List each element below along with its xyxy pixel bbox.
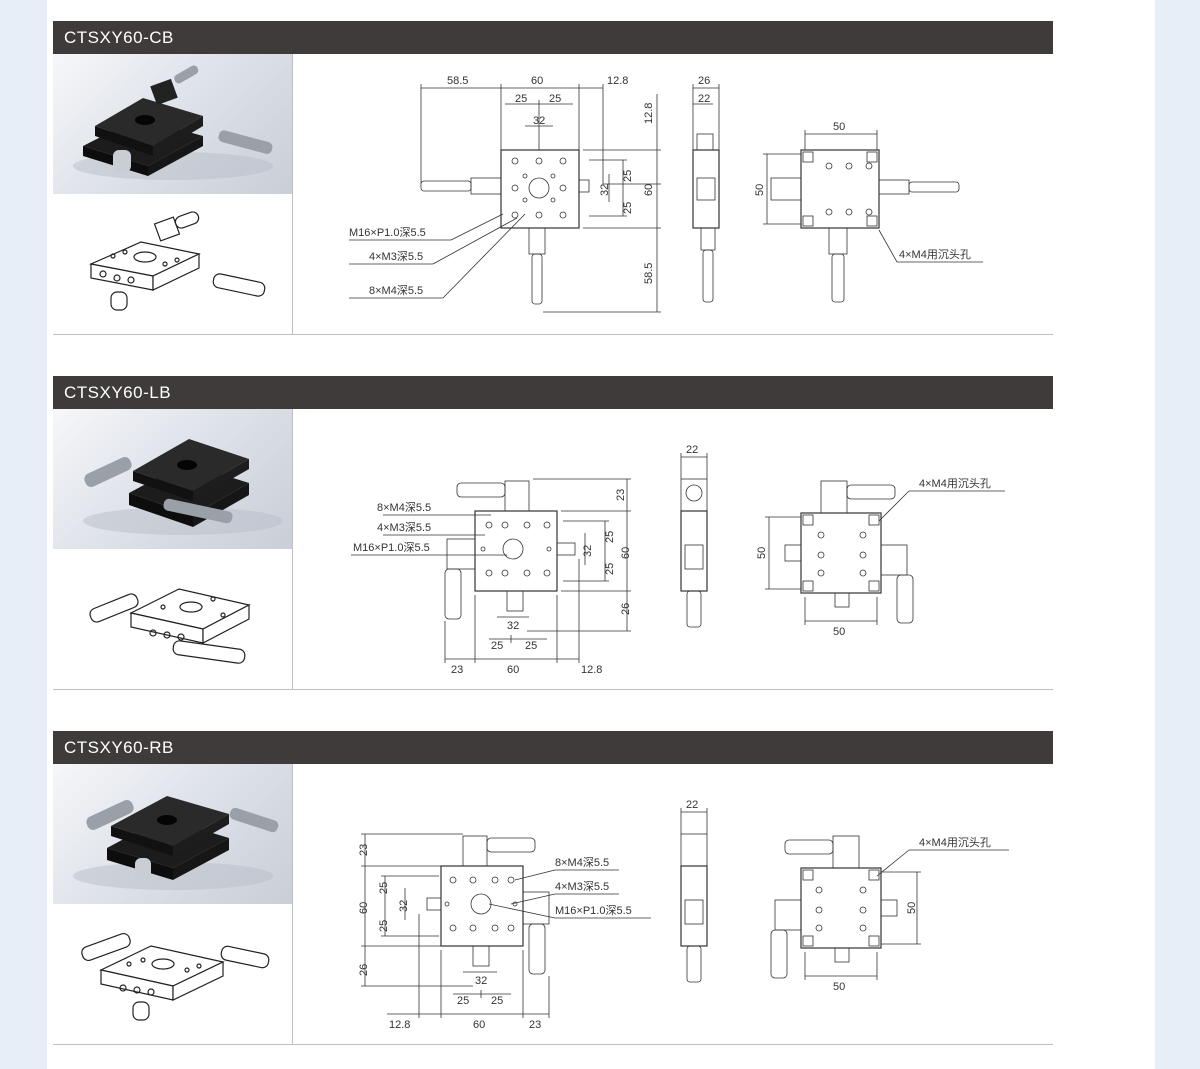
section-title: CTSXY60-RB: [53, 731, 1053, 764]
callout-note: 8×M4深5.5: [377, 501, 431, 514]
dim-label: 25: [515, 93, 527, 105]
dim-label: 23: [451, 664, 463, 676]
column-divider: [292, 764, 293, 1044]
dim-label: 22: [686, 799, 698, 811]
dim-label: 50: [833, 981, 845, 993]
column-divider: [292, 409, 293, 689]
callout-note: 8×M4深5.5: [555, 856, 609, 869]
product-line-art: [53, 194, 292, 334]
stage-render-image: [83, 439, 283, 535]
product-line-art: [53, 904, 292, 1044]
dim-label: 23: [615, 489, 627, 501]
dim-label: 25: [549, 93, 561, 105]
dim-label: 25: [622, 202, 634, 214]
callout-note: 8×M4深5.5: [369, 284, 423, 297]
dim-label: 60: [643, 184, 655, 196]
section-ctsxy60-lb: CTSXY60-LB: [53, 376, 1053, 690]
dim-label: 32: [533, 115, 545, 127]
dim-label: 50: [833, 626, 845, 638]
dim-label: 50: [906, 902, 918, 914]
stage-render-image: [73, 65, 273, 180]
dim-label: 25: [378, 882, 390, 894]
dim-label: 26: [698, 75, 710, 87]
technical-drawing-lb: 8×M4深5.5 4×M3深5.5 M16×P1.0深5.5 23 25 32 …: [351, 444, 1005, 676]
dim-label: 25: [457, 995, 469, 1007]
dim-label: 22: [686, 444, 698, 456]
dim-label: 22: [698, 93, 710, 105]
counterbore-note: 4×M4用沉头孔: [919, 836, 991, 849]
dimension-drawing: 23 25 32 60 25 26 32 25 25 12.8 60 23 8×…: [293, 764, 1053, 1044]
product-line-art: [53, 549, 292, 689]
dim-label: 12.8: [607, 75, 628, 87]
callout-note: M16×P1.0深5.5: [353, 541, 430, 554]
callout-note: 4×M3深5.5: [377, 521, 431, 534]
dim-label: 58.5: [643, 263, 655, 284]
dim-label: 58.5: [447, 75, 468, 87]
dim-label: 32: [507, 620, 519, 632]
product-render-photo: [53, 54, 292, 194]
dim-label: 50: [754, 184, 766, 196]
dimension-drawing: 58.5 60 12.8 25 25 32 12.8 25 32 60 25 5…: [293, 54, 1053, 334]
callout-note: 4×M3深5.5: [369, 250, 423, 263]
dim-label: 60: [507, 664, 519, 676]
dim-label: 60: [531, 75, 543, 87]
dim-label: 12.8: [643, 103, 655, 124]
dim-label: 60: [358, 902, 370, 914]
dim-label: 26: [620, 603, 632, 615]
technical-drawing-rb: 23 25 32 60 25 26 32 25 25 12.8 60 23 8×…: [358, 799, 1009, 1031]
dim-label: 25: [525, 640, 537, 652]
dim-label: 60: [473, 1019, 485, 1031]
stage-render-image: [73, 796, 279, 890]
dim-label: 50: [756, 547, 768, 559]
section-ctsxy60-rb: CTSXY60-RB: [53, 731, 1053, 1045]
dim-label: 25: [491, 995, 503, 1007]
dim-label: 25: [491, 640, 503, 652]
dim-label: 32: [475, 975, 487, 987]
callout-note: M16×P1.0深5.5: [555, 904, 632, 917]
dimension-drawing: 8×M4深5.5 4×M3深5.5 M16×P1.0深5.5 23 25 32 …: [293, 409, 1053, 689]
stage-line-drawing: [89, 588, 251, 664]
section-body: 8×M4深5.5 4×M3深5.5 M16×P1.0深5.5 23 25 32 …: [53, 409, 1053, 690]
stage-line-drawing: [81, 932, 270, 1021]
dim-label: 32: [398, 900, 410, 912]
dim-label: 23: [358, 844, 370, 856]
callout-note: M16×P1.0深5.5: [349, 226, 426, 239]
section-title: CTSXY60-LB: [53, 376, 1053, 409]
dim-label: 32: [599, 184, 611, 196]
dim-label: 50: [833, 121, 845, 133]
dim-label: 25: [604, 563, 616, 575]
section-title: CTSXY60-CB: [53, 21, 1053, 54]
dim-label: 12.8: [389, 1019, 410, 1031]
dim-label: 60: [620, 547, 632, 559]
counterbore-note: 4×M4用沉头孔: [899, 248, 971, 261]
dim-label: 32: [582, 545, 594, 557]
dim-label: 25: [604, 531, 616, 543]
section-body: 23 25 32 60 25 26 32 25 25 12.8 60 23 8×…: [53, 764, 1053, 1045]
column-divider: [292, 54, 293, 334]
dim-label: 25: [378, 920, 390, 932]
dim-label: 25: [622, 170, 634, 182]
product-render-photo: [53, 409, 292, 549]
dim-label: 12.8: [581, 664, 602, 676]
dim-label: 23: [529, 1019, 541, 1031]
counterbore-note: 4×M4用沉头孔: [919, 477, 991, 490]
section-body: 58.5 60 12.8 25 25 32 12.8 25 32 60 25 5…: [53, 54, 1053, 335]
dim-label: 26: [358, 964, 370, 976]
product-render-photo: [53, 764, 292, 904]
technical-drawing-cb: 58.5 60 12.8 25 25 32 12.8 25 32 60 25 5…: [349, 75, 983, 313]
stage-line-drawing: [89, 211, 266, 311]
callout-note: 4×M3深5.5: [555, 880, 609, 893]
section-ctsxy60-cb: CTSXY60-CB: [53, 21, 1053, 335]
